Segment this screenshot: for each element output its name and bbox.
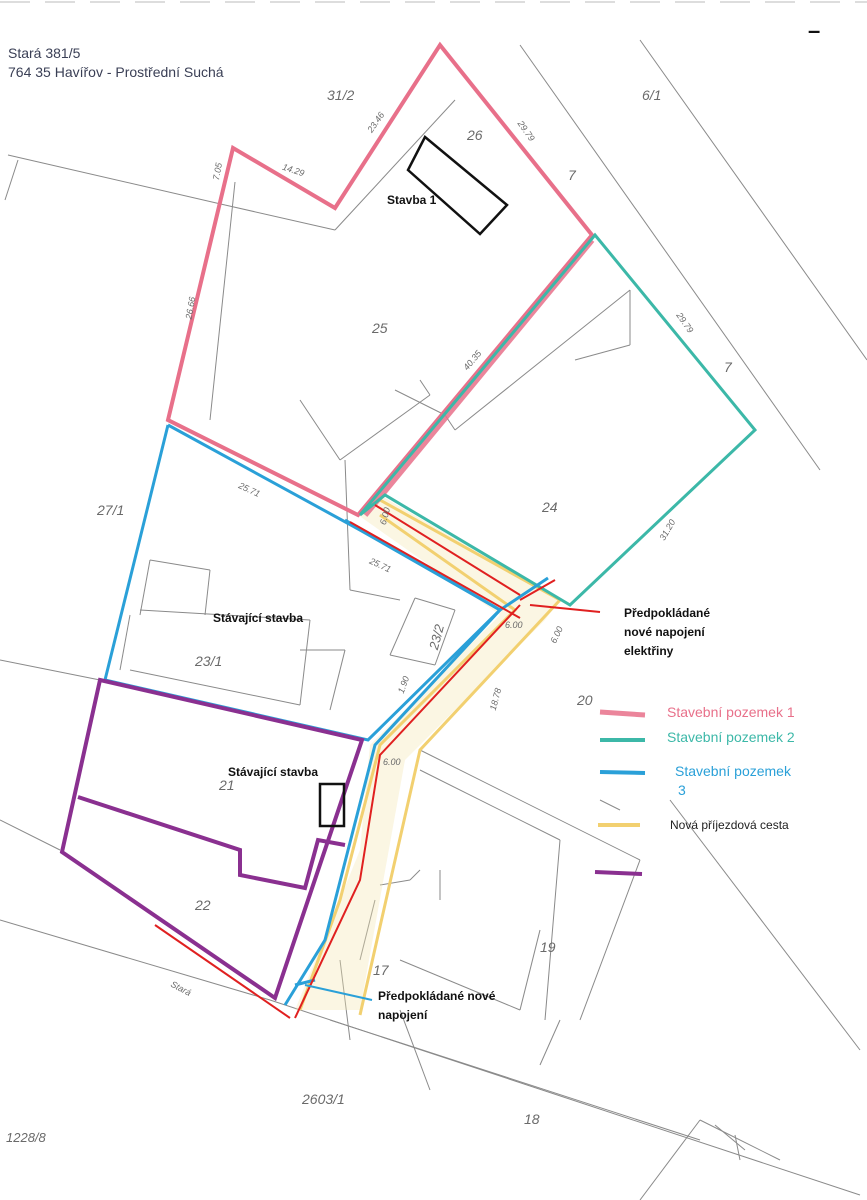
street-name-stara: Stará — [169, 979, 193, 998]
dim-6-00-c: 6.00 — [548, 625, 564, 645]
address-block: Stará 381/5 764 35 Havířov - Prostřední … — [8, 44, 224, 82]
parcel-21: 21 — [218, 777, 235, 793]
parcel-22: 22 — [194, 897, 211, 913]
parcel-31-2: 31/2 — [327, 87, 354, 103]
plot-21-22-boundary — [59, 677, 365, 1002]
connection-note-line-1: Předpokládané nové — [378, 989, 496, 1003]
legend-label-plot-3: Stavební pozemek — [675, 763, 792, 779]
legend-label-plot-1: Stavební pozemek 1 — [667, 704, 795, 720]
existing-building-label-bottom: Stávající stavba — [228, 765, 318, 779]
dim-6-00-b: 6.00 — [505, 620, 523, 630]
parcel-1228-8: 1228/8 — [6, 1130, 47, 1145]
parcel-7-b: 7 — [724, 359, 733, 375]
parcel-17: 17 — [373, 962, 390, 978]
existing-building-label-top: Stávající stavba — [213, 611, 303, 625]
parcel-19: 19 — [540, 939, 556, 955]
dim-29-79-right: 29.79 — [674, 310, 696, 335]
header-mark: – — [808, 18, 820, 43]
legend-label-road: Nová příjezdová cesta — [670, 818, 789, 832]
parcel-7-a: 7 — [568, 167, 577, 183]
parcel-27-1: 27/1 — [96, 502, 124, 518]
dim-14-29: 14.29 — [281, 162, 306, 178]
base-map-lines — [0, 39, 867, 1200]
dim-25-71-top: 25.71 — [236, 480, 262, 499]
connection-callout-line — [304, 984, 373, 1001]
electric-lines — [154, 504, 601, 1019]
dim-25-71-mid: 25.71 — [367, 555, 393, 574]
dim-29-79-top: 29.79 — [515, 118, 537, 143]
building-plot-1-boundary — [165, 41, 595, 518]
parcel-2603-1: 2603/1 — [301, 1091, 345, 1107]
legend: Stavební pozemek 1 Stavební pozemek 2 St… — [594, 704, 795, 876]
legend-swatch-purple — [594, 870, 643, 876]
existing-building-small — [318, 782, 346, 828]
dim-26-66: 26.66 — [183, 296, 197, 321]
legend-label-plot-3-line-2: 3 — [678, 782, 686, 798]
legend-swatch-plot-1 — [599, 709, 646, 718]
stavba-1-building — [406, 135, 509, 236]
new-access-road — [295, 495, 562, 1016]
legend-swatch-plot-3 — [599, 770, 646, 775]
address-line-1: Stará 381/5 — [8, 45, 81, 61]
electric-note-line-2: nové napojení — [624, 625, 705, 639]
dim-6-00-d: 6.00 — [383, 757, 401, 767]
connection-note-line-2: napojení — [378, 1008, 428, 1022]
parcel-24: 24 — [541, 499, 558, 515]
dim-7-05: 7.05 — [211, 161, 224, 181]
electric-note-line-3: elektřiny — [624, 644, 674, 658]
parcel-23-2: 23/2 — [426, 622, 447, 652]
parcel-6-1: 6/1 — [642, 87, 661, 103]
building-plot-3-boundary — [103, 423, 503, 742]
legend-label-plot-2: Stavební pozemek 2 — [667, 729, 795, 745]
parcel-26: 26 — [466, 127, 483, 143]
parcel-25: 25 — [371, 320, 388, 336]
dim-18-78: 18.78 — [488, 687, 503, 711]
dim-6-00-a: 6.00 — [378, 506, 392, 526]
parcel-20: 20 — [576, 692, 593, 708]
plot-21-inner-boundary — [77, 795, 346, 891]
stavba-1-label: Stavba 1 — [387, 193, 437, 207]
parcel-23-1: 23/1 — [194, 653, 222, 669]
building-plot-2-boundary — [358, 232, 758, 607]
address-line-2: 764 35 Havířov - Prostřední Suchá — [8, 64, 224, 80]
electric-note-line-1: Předpokládané — [624, 606, 710, 620]
dim-1-90: 1.90 — [396, 675, 411, 695]
parcel-18: 18 — [524, 1111, 540, 1127]
